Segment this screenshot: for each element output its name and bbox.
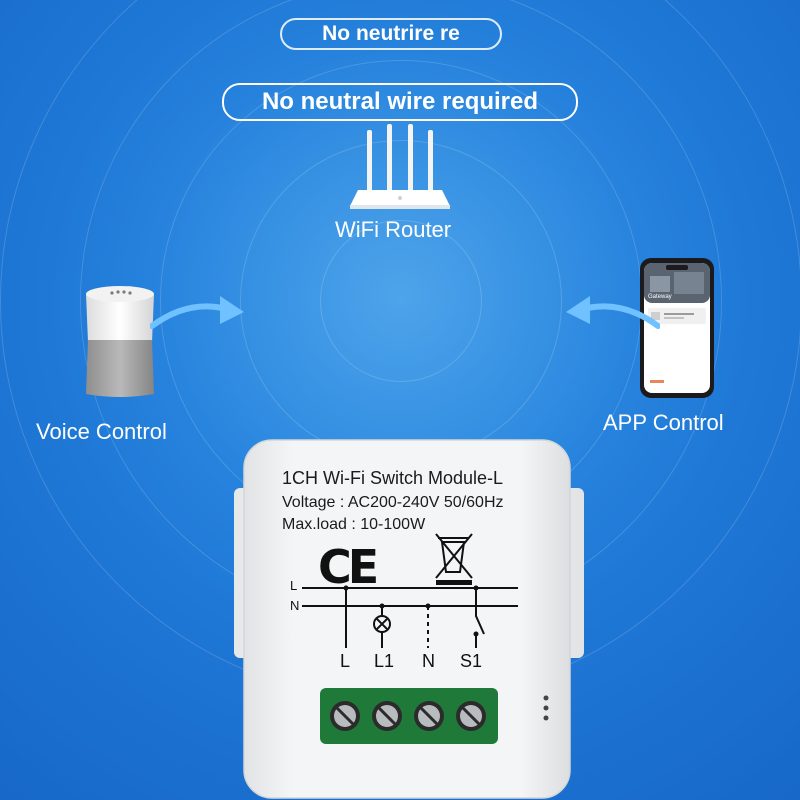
- terminal-label-s1: S1: [460, 651, 483, 671]
- phone-screen-title: Gateway: [648, 294, 672, 300]
- line-label-n: N: [290, 598, 300, 613]
- terminal-screws: [330, 701, 486, 731]
- module-voltage: Voltage : AC200-240V 50/60Hz: [282, 494, 504, 511]
- weee-recycling-icon: [435, 533, 473, 579]
- terminal-label-n: N: [422, 651, 435, 671]
- ce-mark-icon: CE: [318, 540, 379, 594]
- faded-headline-badge: No neutrire re: [280, 18, 502, 50]
- switch-module-device: [234, 439, 584, 799]
- voice-control-label: Voice Control: [36, 419, 167, 444]
- router-label: WiFi Router: [335, 217, 452, 242]
- smart-speaker-icon: [86, 286, 154, 397]
- module-title: 1CH Wi-Fi Switch Module-L: [282, 468, 504, 488]
- arrow-right-icon: [150, 296, 244, 329]
- terminal-label-l1: L1: [374, 651, 395, 671]
- terminal-block: [320, 688, 498, 744]
- arrow-left-icon: [566, 296, 660, 329]
- wifi-router-icon: [350, 124, 450, 209]
- line-label-l: L: [290, 578, 298, 593]
- headline-badge: No neutral wire required: [222, 83, 578, 121]
- smartphone-icon: Gateway: [640, 258, 714, 398]
- app-control-label: APP Control: [603, 410, 724, 435]
- terminal-label-l: L: [340, 651, 351, 671]
- module-max-load: Max.load : 10-100W: [282, 516, 426, 533]
